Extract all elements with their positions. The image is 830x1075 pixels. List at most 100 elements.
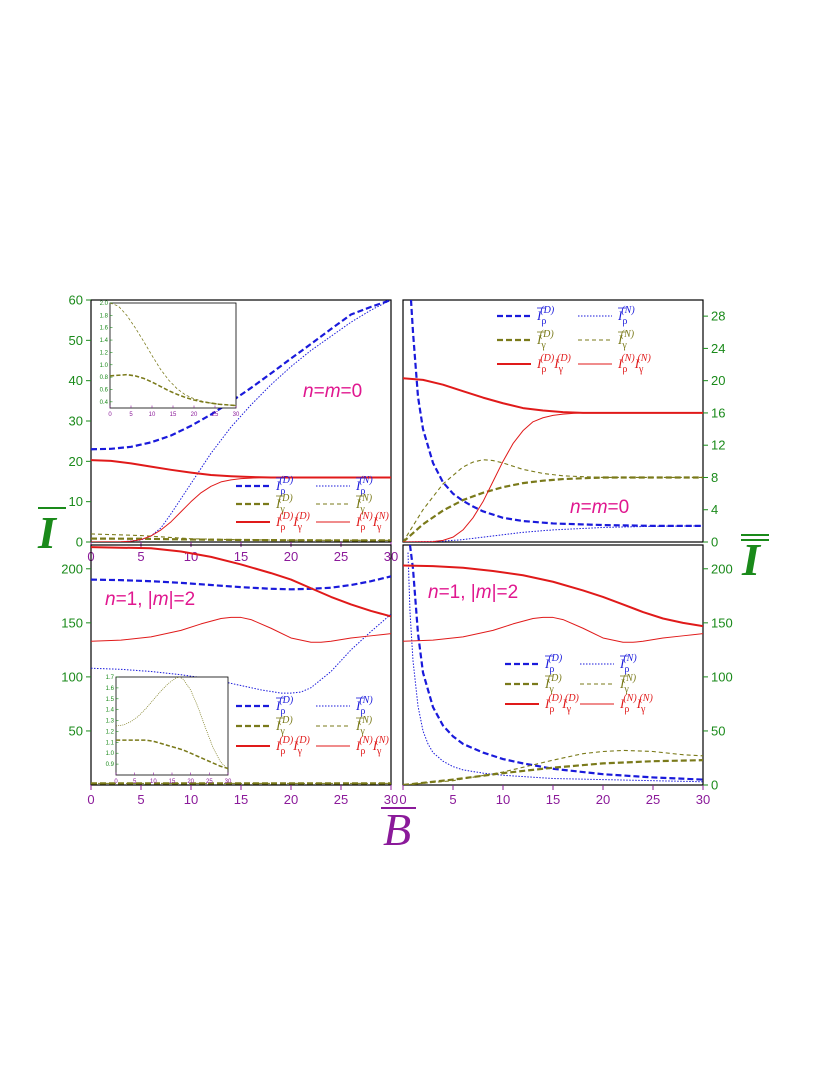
panel-annotation: n=m=0: [303, 381, 362, 402]
x-tick-label: 5: [449, 792, 456, 807]
inset-x-tick-label: 10: [149, 412, 156, 418]
panel-frame: [402, 299, 704, 543]
series-line-gam_D: [116, 739, 228, 770]
panel-annotation: n=1, |m|=2: [105, 589, 195, 610]
legend-label-rho_N: Iρ(N): [355, 475, 373, 497]
y-tick-label: 150: [711, 615, 733, 630]
legend: Iρ(D)Iρ(N)Iγ(D)Iγ(N)Iρ(D)Iγ(D)Iρ(N)Iγ(N): [497, 305, 651, 375]
y-tick-label: 200: [711, 561, 733, 576]
legend-label-gam_N: Iγ(N): [619, 673, 637, 695]
y-tick-label: 12: [711, 438, 725, 453]
inset-x-tick-label: 15: [169, 779, 176, 785]
inset-y-tick-label: 1.7: [106, 675, 115, 681]
y-tick-label: 24: [711, 341, 725, 356]
y-tick-label: 200: [61, 561, 83, 576]
inset-y-tick-label: 1.5: [106, 697, 115, 703]
inset-y-tick-label: 1.8: [100, 313, 109, 319]
x-tick-label: 5: [137, 792, 144, 807]
legend-label-rho_D: Iρ(D): [275, 695, 294, 717]
legend: Iρ(D) Iρ(N) Iγ(D) Iγ(N) Iρ(D)Iγ(D) Iρ(N)Iγ(N): [236, 695, 389, 757]
legend: Iρ(D)Iρ(N)Iγ(D)Iγ(N)Iρ(D)Iγ(D)Iρ(N)Iγ(N): [505, 653, 653, 715]
y-tick-label: 50: [711, 723, 725, 738]
x-tick-label: 10: [496, 792, 510, 807]
legend-label-prod_D: Iρ(D)Iγ(D): [536, 353, 572, 375]
inset-x-tick-label: 30: [233, 412, 240, 418]
inset-y-tick-label: 2.0: [100, 301, 109, 307]
x-tick-label: 15: [234, 549, 248, 564]
x-tick-label: 20: [284, 792, 298, 807]
y-tick-label: 0: [76, 535, 83, 550]
series-line-gam_D: [110, 373, 236, 407]
y-axis-label-left: I: [37, 507, 58, 558]
y-tick-label: 100: [61, 669, 83, 684]
inset-x-tick-label: 5: [133, 779, 137, 785]
legend-label-gam_D: Iγ(D): [275, 715, 293, 737]
x-tick-label: 20: [596, 792, 610, 807]
legend-label-rho_N: Iρ(N): [355, 695, 373, 717]
series-line-prod_D: [403, 377, 703, 414]
series-line-prod_D: [91, 459, 391, 479]
series-line-rho_N: [91, 613, 391, 694]
inset-x-tick-label: 25: [212, 412, 219, 418]
series-line-gam_D: [403, 759, 703, 785]
inset-y-tick-label: 0.9: [106, 762, 115, 768]
legend-label-prod_D: Iρ(D)Iγ(D): [275, 735, 311, 757]
series-line-prod_N: [91, 616, 391, 643]
inset-y-tick-label: 0.4: [100, 400, 109, 406]
legend-label-gam_D: Iγ(D): [544, 673, 562, 695]
legend-label-rho_N: Iρ(N): [617, 305, 635, 327]
inset-x-tick-label: 0: [108, 412, 112, 418]
legend-label-gam_N: Iγ(N): [355, 493, 373, 515]
inset-y-tick-label: 1.3: [106, 719, 115, 725]
inset-x-tick-label: 25: [206, 779, 213, 785]
x-tick-label: 0: [87, 792, 94, 807]
x-tick-label: 25: [646, 792, 660, 807]
y-tick-label: 150: [61, 615, 83, 630]
inset-y-tick-label: 1.1: [106, 740, 115, 746]
legend-label-gam_N: Iγ(N): [355, 715, 373, 737]
y-tick-label: 0: [711, 535, 718, 550]
series-line-rho_N: [407, 552, 703, 783]
inset-x-tick-label: 20: [191, 412, 198, 418]
y-tick-label: 100: [711, 669, 733, 684]
inset-x-tick-label: 0: [114, 779, 118, 785]
y-tick-label: 8: [711, 470, 718, 485]
legend-label-prod_N: Iρ(N)Iγ(N): [355, 511, 389, 533]
inset-x-tick-label: 10: [150, 779, 157, 785]
inset-y-tick-label: 1.0: [100, 363, 109, 369]
y-axis-label-right: I: [741, 534, 762, 585]
inset-x-tick-label: 15: [170, 412, 177, 418]
y-tick-label: 40: [69, 373, 83, 388]
inset-y-tick-label: 1.6: [106, 686, 115, 692]
series-line-gam_N: [116, 677, 228, 770]
y-tick-label: 50: [69, 333, 83, 348]
x-tick-label: 30: [384, 792, 398, 807]
x-tick-label: 10: [184, 792, 198, 807]
series-line-gam_D: [91, 537, 391, 542]
legend-label-gam_D: Iγ(D): [536, 329, 554, 351]
legend-label-rho_N: Iρ(N): [619, 653, 637, 675]
y-tick-label: 30: [69, 414, 83, 429]
x-tick-label: 15: [234, 792, 248, 807]
y-tick-label: 16: [711, 405, 725, 420]
x-tick-label: 20: [284, 549, 298, 564]
series-line-rho_D: [409, 300, 703, 527]
inset-y-tick-label: 1.0: [106, 751, 115, 757]
series-line-rho_D: [408, 545, 703, 781]
legend-label-rho_D: Iρ(D): [275, 475, 294, 497]
y-tick-label: 10: [69, 494, 83, 509]
legend-label-prod_N: Iρ(N)Iγ(N): [355, 735, 389, 757]
y-tick-label: 60: [69, 293, 83, 308]
inset-x-tick-label: 30: [225, 779, 232, 785]
legend-label-gam_N: Iγ(N): [617, 329, 635, 351]
legend: Iρ(D)Iρ(N)Iγ(D)Iγ(N)Iρ(D)Iγ(D)Iρ(N)Iγ(N): [236, 475, 389, 533]
series-line-prod_D: [91, 546, 391, 618]
series-line-rho_D: [91, 575, 391, 591]
legend-label-prod_N: Iρ(N)Iγ(N): [617, 353, 651, 375]
